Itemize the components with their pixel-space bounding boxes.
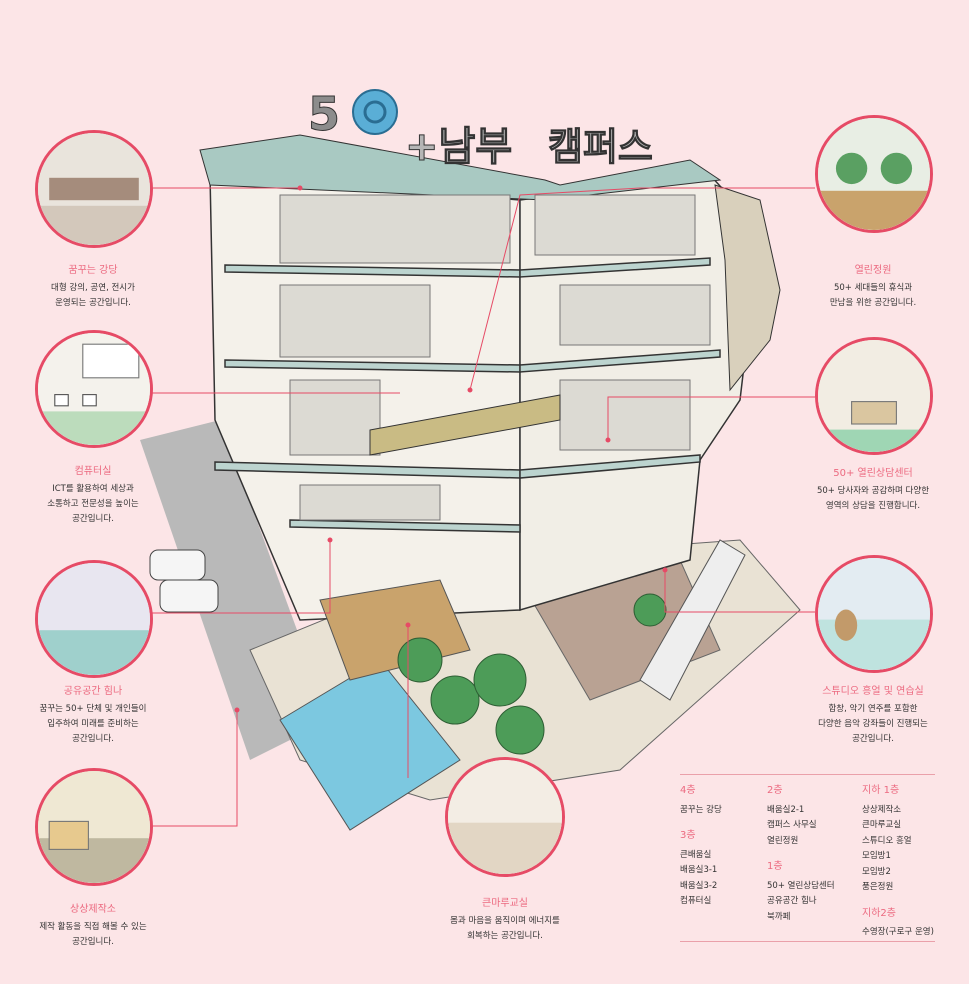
room-item: 공유공간 힘나 (767, 896, 817, 906)
legend-col-basement: 지하 1층 상상제작소 큰마루교실 스튜디오 흥얼 모임방1 모임방2 품은정원… (862, 783, 934, 941)
floor-label: 1층 (767, 861, 783, 872)
counseling-center-image (815, 337, 933, 455)
callout-desc: 꿈꾸는 50+ 단체 및 개인들이 입주하여 미래를 준비하는 공간입니다. (39, 704, 147, 744)
room-item: 큰마루교실 (862, 820, 902, 830)
room-item: 스튜디오 흥얼 (862, 835, 912, 846)
callout-desc: 제작 활동을 직접 해볼 수 있는 공간입니다. (39, 922, 147, 947)
roof (199, 134, 722, 201)
callout-desc: 50+ 당사자와 공감하며 다양한 영역의 상담을 진행합니다. (816, 486, 930, 511)
callout-open-garden: 열린정원 50+ 세대들의 휴식과 만남을 위한 공간입니다. (773, 261, 969, 311)
trees (397, 593, 667, 755)
floor-label: 3층 (680, 830, 696, 841)
callout-title: 큰마루교실 (482, 898, 528, 909)
callout-computer-room: 컴퓨터실 ICT를 활용하여 세상과 소통하고 전문성을 높이는 공간입니다. (0, 462, 193, 527)
callout-title: 컴퓨터실 (74, 466, 112, 477)
legend-col-middle: 2층 배움실2-1 캠퍼스 사무실 열린정원 1층 50+ 열린상담센터 공유공… (767, 783, 835, 925)
maker-space-image (35, 768, 153, 886)
svg-text:5: 5 (308, 87, 340, 141)
callout-title: 공유공간 힘나 (63, 686, 123, 697)
campus-logo: 5 +남부 캠퍼스 (308, 87, 654, 171)
room-item: 수영장(구로구 운영) (862, 927, 934, 937)
callout-title: 꿈꾸는 강당 (68, 265, 118, 276)
studio-image (815, 555, 933, 673)
callout-desc: 몸과 마음을 움직이며 에너지를 회복하는 공간입니다. (450, 916, 560, 941)
open-garden-image (815, 115, 933, 233)
room-item: 열린정원 (767, 835, 799, 846)
auditorium-image (35, 130, 153, 248)
callout-desc: 50+ 세대들의 휴식과 만남을 위한 공간입니다. (829, 283, 917, 308)
room-item: 큰배움실 (680, 849, 712, 860)
room-item: 배움실2-1 (767, 804, 805, 815)
cars (149, 549, 219, 613)
facade-panel (714, 184, 781, 392)
svg-text:캠퍼스: 캠퍼스 (548, 125, 653, 169)
floor-label: 4층 (680, 785, 696, 796)
room-item: 품은정원 (862, 882, 894, 892)
room-item: 모임방1 (862, 851, 891, 861)
room-item: 상상제작소 (862, 804, 902, 815)
stairs (639, 539, 746, 701)
keunmaru-classroom-image (445, 757, 565, 877)
room-item: 캠퍼스 사무실 (767, 820, 817, 830)
callout-title: 스튜디오 흥얼 및 연습실 (822, 686, 924, 697)
svg-text:+남부: +남부 (405, 124, 512, 170)
room-item: 배움실3-1 (680, 865, 718, 875)
callout-desc: 대형 강의, 공연, 전시가 운영되는 공간입니다. (51, 283, 135, 308)
callout-desc: 합창, 악기 연주를 포함한 다양한 음악 강좌들이 진행되는 공간입니다. (818, 704, 928, 744)
floor-label: 지하 1층 (862, 785, 900, 796)
rooms (279, 194, 711, 521)
room-item: 50+ 열린상담센터 (767, 880, 835, 891)
computer-room-image (35, 330, 153, 448)
callout-desc: ICT를 활용하여 세상과 소통하고 전문성을 높이는 공간입니다. (47, 484, 139, 524)
shared-space-image (35, 560, 153, 678)
room-item: 북까페 (767, 911, 791, 922)
legend-col-upper: 4층 꿈꾸는 강당 3층 큰배움실 배움실3-1 배움실3-2 컴퓨터실 (680, 783, 722, 910)
floor-slabs (214, 257, 721, 533)
swimming-pool (279, 659, 461, 831)
room-item: 모임방2 (862, 866, 891, 877)
callout-title: 50+ 열린상담센터 (833, 468, 913, 479)
connector-lines (150, 185, 815, 827)
floor-label: 2층 (767, 785, 783, 796)
room-item: 컴퓨터실 (680, 896, 712, 906)
floor-legend: 4층 꿈꾸는 강당 3층 큰배움실 배움실3-1 배움실3-2 컴퓨터실 2층 … (680, 774, 935, 942)
balcony (369, 394, 561, 456)
floor-label: 지하2층 (862, 907, 896, 919)
callout-title: 열린정원 (854, 265, 892, 276)
room-item: 꿈꾸는 강당 (680, 804, 722, 815)
callout-title: 상상제작소 (70, 904, 116, 915)
room-item: 배움실3-2 (680, 880, 718, 891)
callout-counseling-center: 50+ 열린상담센터 50+ 당사자와 공감하며 다양한 영역의 상담을 진행합니… (773, 464, 969, 514)
